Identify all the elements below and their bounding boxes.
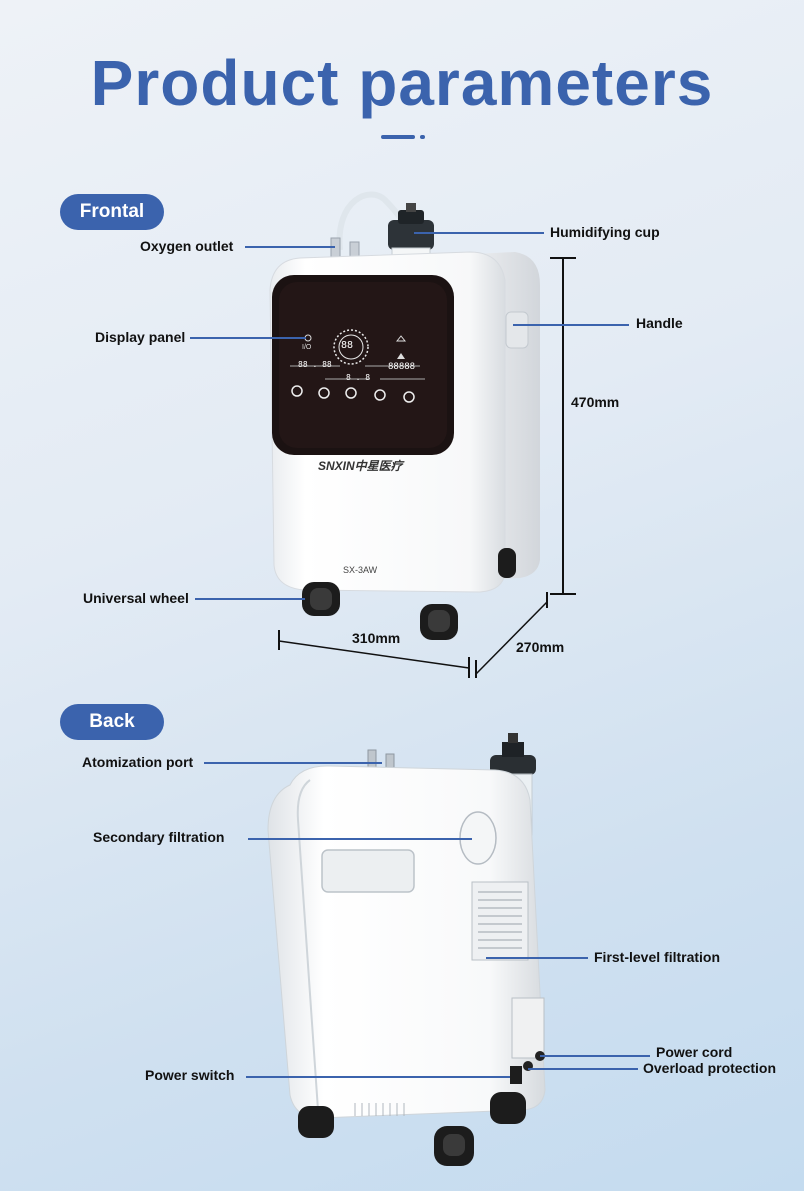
humidifying-cup-shape <box>388 220 434 250</box>
leader-oxygen-outlet <box>245 246 335 248</box>
page-title: Product parameters <box>90 47 714 119</box>
leader-power-cord <box>540 1055 650 1057</box>
display-mid-digits: 8 . 8 <box>346 373 371 382</box>
label-oxygen-outlet: Oxygen outlet <box>140 238 234 254</box>
label-handle: Handle <box>636 315 683 331</box>
handle-shape <box>505 311 529 349</box>
dimension-height: 470mm <box>571 394 620 410</box>
display-right-digits: 88888 <box>388 362 416 372</box>
display-center-readout: 88 <box>341 340 354 351</box>
first-level-filter-grill <box>471 881 529 961</box>
leader-overload-protection <box>528 1068 638 1070</box>
title-underline <box>381 135 415 139</box>
depth-dimension-line <box>475 601 548 675</box>
label-power-switch: Power switch <box>145 1067 235 1083</box>
dimension-width: 310mm <box>352 630 401 646</box>
model-label: SX-3AW <box>343 565 378 575</box>
label-display-panel: Display panel <box>95 329 186 345</box>
title-underline-dot <box>420 135 425 139</box>
label-power-cord: Power cord <box>656 1044 733 1060</box>
width-dimension-line <box>278 640 470 669</box>
brand-label: SNXIN中星医疗 <box>318 459 403 473</box>
leader-secondary-filtration <box>248 838 472 840</box>
leader-power-switch <box>246 1076 510 1078</box>
label-overload-protection: Overload protection <box>643 1060 777 1076</box>
label-atomization-port: Atomization port <box>82 754 194 770</box>
leader-humidifying-cup <box>414 232 544 234</box>
label-humidifying-cup: Humidifying cup <box>550 224 660 240</box>
label-secondary-filtration: Secondary filtration <box>93 829 225 845</box>
back-humidifier-bottle <box>490 755 536 775</box>
leader-atomization-port <box>204 762 382 764</box>
leader-handle <box>513 324 629 326</box>
label-first-level-filtration: First-level filtration <box>594 949 721 965</box>
leader-display-panel <box>190 337 306 339</box>
leader-universal-wheel <box>195 598 305 600</box>
label-universal-wheel: Universal wheel <box>83 590 189 606</box>
dimension-depth: 270mm <box>516 639 565 655</box>
power-switch-shape <box>510 1066 522 1084</box>
frontal-pill: Frontal <box>60 194 164 230</box>
back-pill: Back <box>60 704 164 740</box>
display-left-digits: 88 . 88 <box>298 360 332 369</box>
display-io-label: I/O <box>302 344 312 351</box>
leader-first-level-filtration <box>486 957 588 959</box>
